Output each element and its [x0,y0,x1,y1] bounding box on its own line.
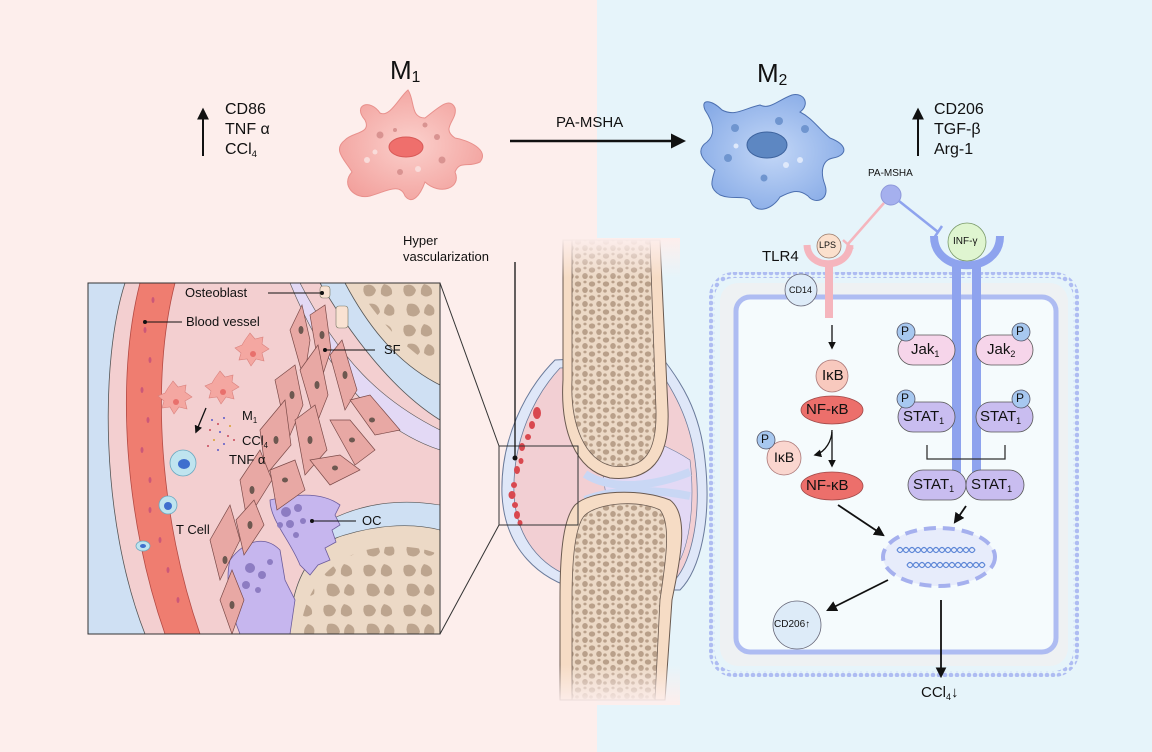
nfkb-label: NF-κB [806,401,849,418]
pa-msha-label: PA-MSHA [868,168,913,179]
lps-label: LPS [819,240,837,250]
stat1-left [897,401,956,433]
m2-title: M2 [757,58,788,89]
inf-inhibition-line [898,200,939,233]
m2-marker-list: CD206 TGF-β Arg-1 [934,100,984,160]
zoom-connector-top [439,282,500,447]
m2-macrophage [700,94,845,210]
stat-dimer-left-label: STAT1 [913,476,955,494]
cd14-molecule [784,273,818,307]
jak1-protein [897,334,956,366]
jak2-phosphate [1011,322,1031,342]
t-cell-label: T Cell [176,522,210,537]
jak1-p-label: P [901,324,910,338]
m1-macrophage [339,89,483,201]
m2-marker-cd206: CD206 [934,101,984,118]
jak2-label: Jak2 [987,341,1016,359]
m1-title: M1 [390,55,421,86]
jak1-label: Jak1 [911,341,940,359]
stat-left-p-label: P [901,391,910,405]
blood-vessel-label: Blood vessel [186,314,260,329]
tlr4-label: TLR4 [762,248,799,265]
cd206-output-label: CD206↑ [774,619,811,630]
jak2-p-label: P [1016,324,1025,338]
phospho-ikb-p-label: P [761,432,770,446]
polarization-label: PA-MSHA [556,114,624,131]
nfkb-free-label: NF-κB [806,477,849,494]
stat-left-label: STAT1 [903,408,945,426]
lps-inhibition-line [847,202,885,245]
cd14-label: CD14 [789,285,813,295]
m2-marker-arg1: Arg-1 [934,141,974,158]
oc-label: OC [362,513,382,528]
tlr4-receptor [803,244,854,318]
dimerization-bracket [926,445,1006,460]
inf-gamma-label: INF-γ [953,236,978,247]
synovium-inset [88,283,440,634]
ikb-complex [815,359,849,393]
sf-label: SF [384,342,401,357]
hyper-vascularization-label: Hyper vascularization [403,233,489,264]
lps-molecule [816,233,842,259]
inf-gamma-molecule [947,222,987,262]
m1-marker-tnf: TNF α [225,121,270,138]
nfkb-free [800,471,864,501]
ikb-label: IκB [822,367,844,384]
stat1-left-phosphate [896,389,916,409]
zoom-connector-bottom [439,524,500,635]
nfkb-complex [800,395,864,425]
m1-marker-ccl4: CCl4 [225,141,258,160]
stat1-right-phosphate [1011,389,1031,409]
ccl4-output-label: CCl4↓ [921,684,959,702]
ifn-gamma-receptor [930,235,1004,497]
m2-marker-tgf: TGF-β [934,121,981,138]
inset-frame [87,282,441,635]
stat-right-p-label: P [1016,391,1025,405]
stat-right-label: STAT1 [980,408,1022,426]
stat1-right [975,401,1034,433]
jak2-protein [975,334,1034,366]
pa-msha-particle [880,184,902,206]
osteoblast-label: Osteoblast [185,285,248,300]
phosphate-ikb [756,430,776,450]
stat1-dimer-right [965,469,1025,501]
jak1-phosphate [896,322,916,342]
cd206-output-molecule [772,600,822,650]
inset-ccl4-label: CCl4 [242,433,269,450]
phospho-ikb-label: IκB [774,449,795,465]
nucleus [881,526,997,588]
joint-illustration [498,238,708,705]
m1-marker-list: CD86 TNF α CCl4 [225,100,270,165]
m1-marker-cd86: CD86 [225,101,266,118]
inset-m1-label: M1 [242,408,258,425]
inset-tnf-label: TNF α [229,452,266,467]
phospho-ikb [766,440,802,476]
stat-dimer-right-label: STAT1 [971,476,1013,494]
